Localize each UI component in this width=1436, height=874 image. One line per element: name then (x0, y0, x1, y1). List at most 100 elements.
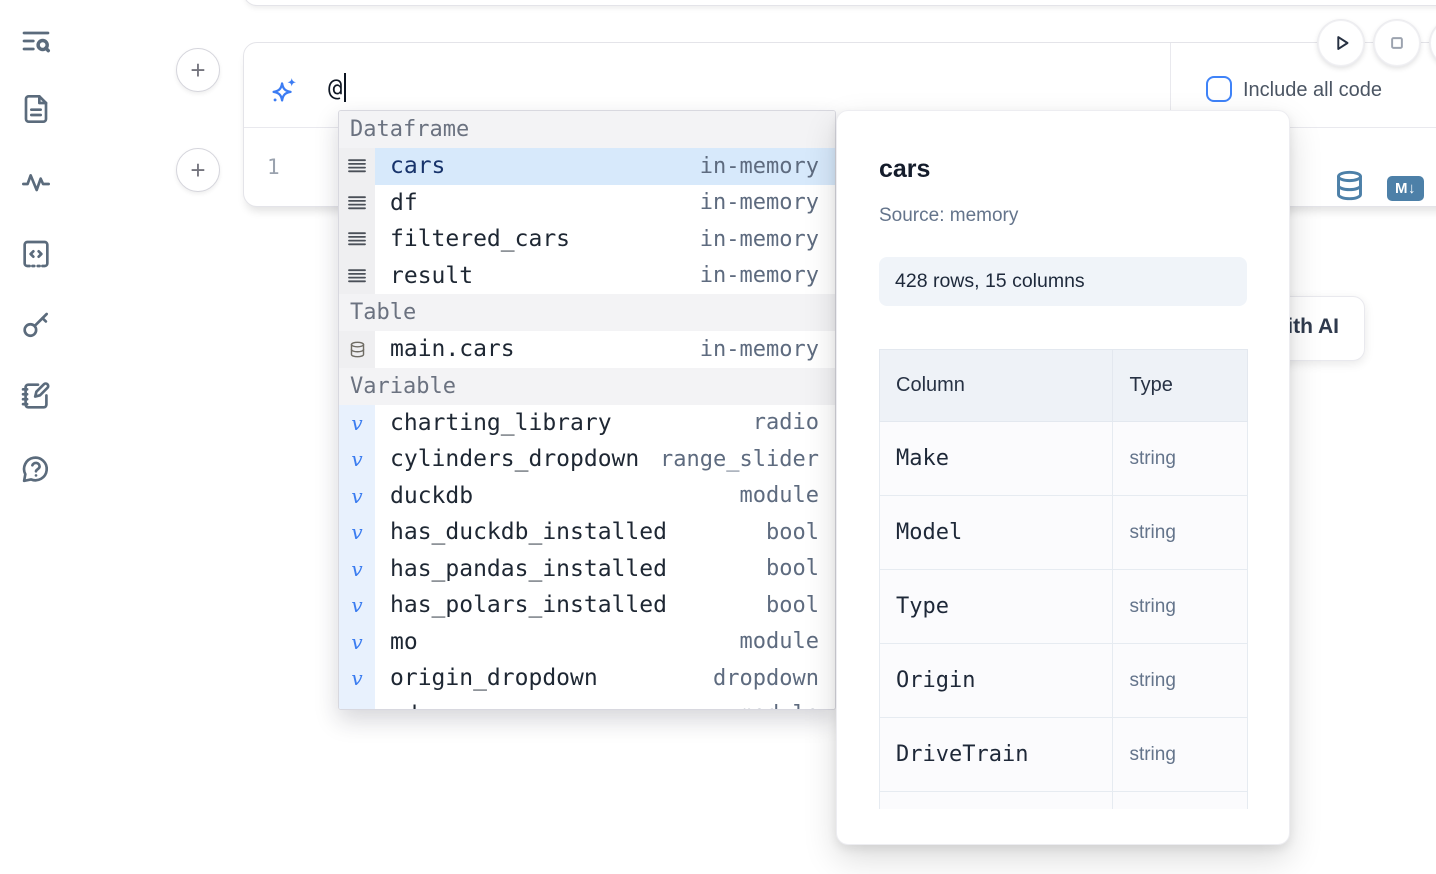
autocomplete-option-gutter: v (339, 550, 375, 587)
variable-icon: v (351, 556, 363, 581)
key-icon (23, 312, 48, 338)
autocomplete-option-name: has_duckdb_installed (390, 519, 667, 546)
preview-shape-badge: 428 rows, 15 columns (879, 257, 1247, 306)
variable-icon: v (351, 705, 362, 709)
stop-cell-button[interactable] (1374, 20, 1420, 66)
run-cell-button[interactable] (1318, 20, 1364, 66)
autocomplete-option[interactable]: v has_duckdb_installed bool (339, 514, 835, 551)
autocomplete-option-detail: bool (766, 592, 819, 618)
column-type-cell: string (1112, 569, 1248, 644)
sidebar-item-scratchpad[interactable] (19, 380, 53, 414)
autocomplete-option-gutter (339, 331, 375, 368)
autocomplete-option-detail: bool (766, 519, 819, 545)
code-snippet-icon (23, 240, 49, 268)
autocomplete-option-detail: in-memory (699, 336, 819, 362)
autocomplete-option-detail: in-memory (699, 226, 819, 252)
autocomplete-option[interactable]: v mo module (339, 623, 835, 660)
autocomplete-option-detail: module (740, 702, 819, 709)
autocomplete-option[interactable]: v charting_library radio (339, 404, 835, 441)
autocomplete-option-detail: in-memory (699, 263, 819, 289)
include-all-code-checkbox[interactable] (1206, 76, 1232, 102)
autocomplete-option-detail: radio (752, 410, 819, 436)
sidebar-item-help[interactable] (19, 453, 53, 487)
autocomplete-option[interactable]: cars in-memory (339, 148, 835, 185)
autocomplete-option-name: filtered_cars (390, 226, 571, 253)
sidebar-item-secrets[interactable] (19, 308, 53, 342)
datasource-button[interactable] (1334, 170, 1365, 204)
autocomplete-option[interactable]: filtered_cars in-memory (339, 221, 835, 258)
database-icon (1337, 170, 1362, 201)
activity-icon (22, 174, 50, 192)
autocomplete-option-name: has_polars_installed (390, 592, 667, 619)
autocomplete-option-detail: bool (766, 556, 819, 582)
sidebar-item-tracing[interactable] (19, 166, 53, 200)
ai-prompt-input[interactable]: @ (328, 73, 347, 107)
variable-icon: v (351, 520, 363, 545)
autocomplete-option-gutter (339, 148, 375, 185)
autocomplete-option[interactable]: v has_polars_installed bool (339, 587, 835, 624)
variable-icon: v (351, 629, 363, 654)
include-all-code-label[interactable]: Include all code (1243, 79, 1382, 101)
variable-icon: v (351, 483, 363, 508)
dataframe-icon (348, 196, 366, 209)
autocomplete-option[interactable]: v has_pandas_installed bool (339, 550, 835, 587)
autocomplete-option[interactable]: main.cars in-memory (339, 331, 835, 368)
autocomplete-option-detail: in-memory (699, 153, 819, 179)
dataframe-icon (348, 269, 366, 282)
autocomplete-option-name: df (390, 189, 418, 216)
add-cell-above-button[interactable]: + (176, 48, 220, 92)
autocomplete-option-gutter (339, 184, 375, 221)
autocomplete-option-name: charting_library (390, 409, 612, 436)
column-name-cell: Make (879, 421, 1114, 496)
stop-icon (1391, 37, 1403, 49)
sidebar-item-files[interactable] (19, 93, 53, 127)
autocomplete-option-name: main.cars (390, 336, 515, 363)
text-search-icon (22, 31, 50, 53)
column-type-cell: string (1112, 495, 1248, 570)
preview-title: cars (879, 155, 931, 183)
autocomplete-option-gutter (339, 257, 375, 294)
add-cell-below-button[interactable]: + (176, 148, 220, 192)
previous-cell (243, 0, 1436, 6)
dataframe-icon (348, 232, 366, 246)
ai-prompt-value: @ (328, 74, 343, 102)
autocomplete-option-detail: module (739, 629, 819, 655)
autocomplete-option-name: origin_dropdown (390, 665, 598, 692)
play-icon (1337, 36, 1349, 50)
autocomplete-option-name: result (390, 262, 474, 289)
preview-source: Source: memory (879, 205, 1019, 226)
autocomplete-option-gutter (339, 221, 375, 258)
autocomplete-option-name: pd (390, 702, 418, 709)
column-type-cell: string (1112, 421, 1248, 496)
help-chat-icon (22, 456, 49, 483)
autocomplete-option-gutter: v (339, 587, 375, 624)
autocomplete-option-name: has_pandas_installed (390, 555, 667, 582)
column-name-cell: Origin (879, 643, 1114, 718)
variable-icon: v (351, 410, 363, 435)
dataframe-preview-popover: cars Source: memory 428 rows, 15 columns… (836, 110, 1290, 845)
markdown-convert-button[interactable]: M↓ (1387, 176, 1424, 201)
sidebar-item-snippets[interactable] (19, 238, 53, 272)
autocomplete-option-name: mo (390, 628, 418, 655)
autocomplete-option[interactable]: v pd module (339, 696, 835, 709)
autocomplete-section-header: Table (339, 294, 835, 331)
column-type-cell: string (1112, 717, 1248, 792)
autocomplete-option-name: cars (390, 153, 446, 180)
autocomplete-option-detail: dropdown (713, 665, 819, 691)
autocomplete-option[interactable]: result in-memory (339, 257, 835, 294)
variable-icon: v (351, 447, 363, 472)
autocomplete-option-detail: range_slider (660, 446, 819, 472)
table-header-row: Column Type (879, 349, 1248, 422)
variable-icon: v (351, 593, 363, 618)
sidebar-item-search[interactable] (19, 25, 53, 59)
